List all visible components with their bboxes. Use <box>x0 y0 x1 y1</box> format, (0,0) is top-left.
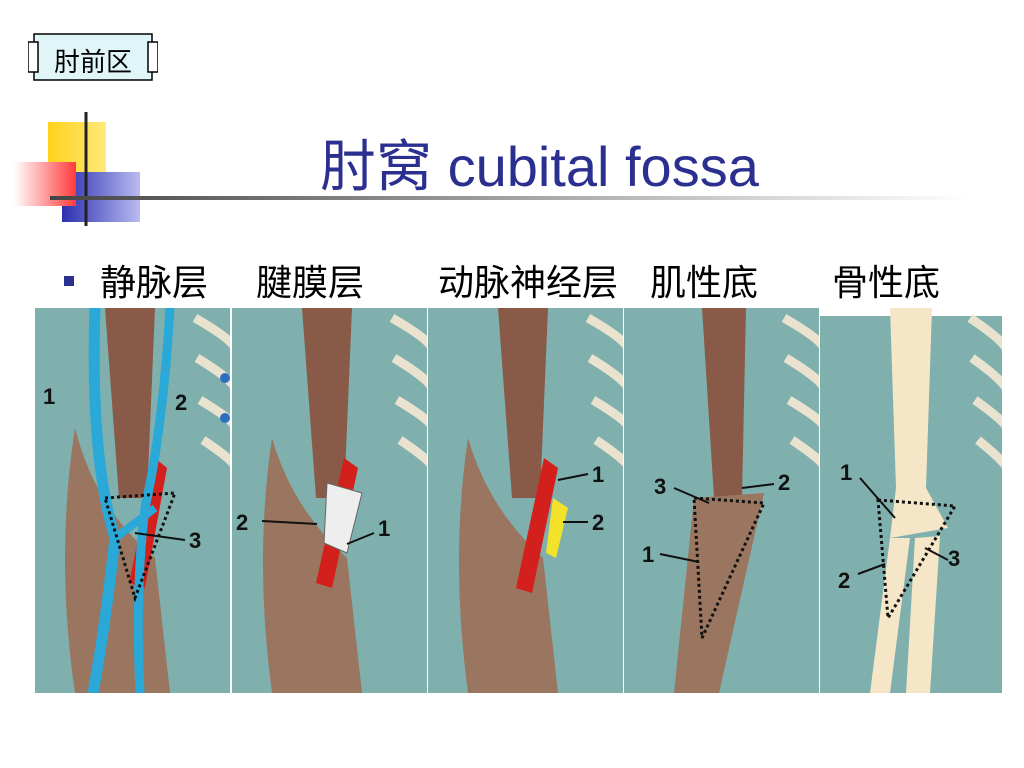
aponeurosis-layer-illustration: 2 1 <box>232 308 427 693</box>
section-tag-text: 肘前区 <box>53 48 132 78</box>
panel-venous-layer: 1 2 3 <box>35 308 230 693</box>
title-decoration <box>14 112 970 226</box>
muscular-marker-2: 2 <box>778 470 790 495</box>
aponeurosis-marker-1: 1 <box>378 516 390 541</box>
panel-artery-nerve-layer: 1 2 <box>428 308 623 693</box>
layer-label-4: 肌性底 <box>650 263 759 304</box>
venous-marker-3: 3 <box>189 528 201 553</box>
panel-aponeurosis-layer: 2 1 <box>232 308 427 693</box>
venous-marker-2: 2 <box>175 390 187 415</box>
layer-label-row: 静脉层 腱膜层 动脉神经层 肌性底 骨性底 <box>64 254 994 304</box>
artery-nerve-marker-2: 2 <box>592 510 604 535</box>
bony-marker-3: 3 <box>948 546 960 571</box>
venous-marker-1: 1 <box>43 384 55 409</box>
panel-bony-floor: 1 3 2 <box>820 308 1002 693</box>
aponeurosis-marker-2: 2 <box>236 510 248 535</box>
section-tag-frame <box>28 33 158 81</box>
muscular-floor-illustration: 3 2 1 <box>624 308 819 693</box>
venous-layer-illustration: 1 2 3 <box>35 308 230 693</box>
layer-label-3: 动脉神经层 <box>438 263 619 304</box>
section-tag: 肘前区 <box>28 28 158 86</box>
layer-label-1: 静脉层 <box>100 263 209 304</box>
layer-label-2: 腱膜层 <box>256 263 365 304</box>
illustration-panels: 1 2 3 2 1 <box>35 308 1002 693</box>
title-english: cubital fossa <box>447 135 759 198</box>
slide-title: 肘窝 cubital fossa <box>320 122 960 203</box>
panel-muscular-floor: 3 2 1 <box>624 308 819 693</box>
artery-nerve-layer-illustration: 1 2 <box>428 308 623 693</box>
muscular-marker-1: 1 <box>642 542 654 567</box>
artery-nerve-marker-1: 1 <box>592 462 604 487</box>
title-chinese: 肘窝 <box>320 135 432 200</box>
bullet-icon <box>64 276 74 286</box>
title-divider <box>50 196 970 200</box>
layer-label-5: 骨性底 <box>832 263 941 304</box>
bony-marker-1: 1 <box>840 460 852 485</box>
muscular-marker-3: 3 <box>654 474 666 499</box>
bony-marker-2: 2 <box>838 568 850 593</box>
bony-floor-illustration: 1 3 2 <box>820 308 1002 693</box>
